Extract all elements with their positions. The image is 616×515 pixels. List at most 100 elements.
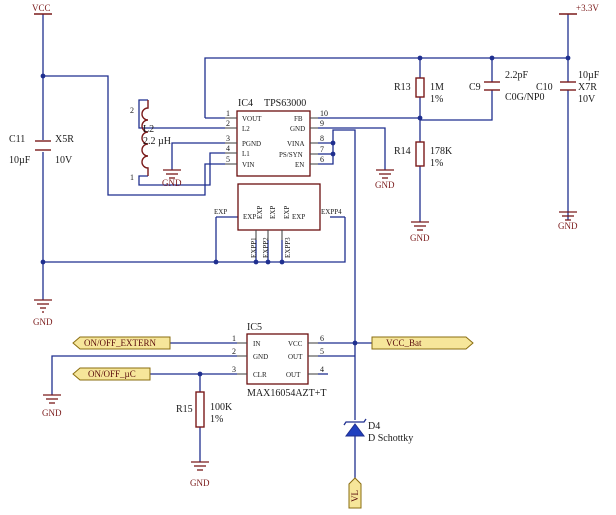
ic5-pin-name: IN (253, 340, 260, 348)
ic4-pin-number: 1 (226, 109, 230, 118)
diode-d4[interactable]: D4 D Schottky (343, 418, 413, 444)
r14-tolerance: 1% (430, 158, 443, 169)
ic4-pin-name: GND (290, 125, 305, 133)
r15-designator: R15 (176, 404, 193, 415)
c10-value: 10µF (578, 70, 600, 81)
ic5-pin-name: OUT (286, 371, 301, 379)
gnd-label: GND (162, 178, 182, 188)
c10-dielectric: X7R (578, 82, 597, 93)
capacitor-c9[interactable]: C9 2.2pF C0G/NP0 (469, 70, 544, 103)
ic4-pin-number: 6 (320, 155, 324, 164)
ic4-exp-pin: EXPP2 (262, 237, 270, 258)
ic4-pin-number: 8 (320, 134, 324, 143)
ic4-exp-label: EXP (292, 213, 305, 221)
ic4-pin-name: VIN (242, 161, 254, 169)
ic5-pin-number: 2 (232, 347, 236, 356)
port-vcc-bat-label: VCC_Bat (386, 338, 422, 348)
resistor-r15[interactable]: R15 100K 1% (176, 391, 233, 428)
ic4-pin-number: 9 (320, 119, 324, 128)
ic4-pin-name: L2 (242, 125, 250, 133)
resistor-r13[interactable]: R13 1M 1% (394, 77, 444, 105)
port-on-off-uc-label: ON/OFF_µC (88, 369, 136, 379)
c11-designator: C11 (9, 134, 25, 145)
l2-pin1: 1 (130, 173, 134, 182)
junction-dots (40, 55, 571, 377)
wires (42, 14, 569, 478)
r13-tolerance: 1% (430, 94, 443, 105)
c9-value: 2.2pF (505, 70, 529, 81)
vcc-label: VCC (32, 3, 51, 13)
ic4-pin-number: 3 (226, 134, 230, 143)
c10-voltage: 10V (578, 94, 596, 105)
r13-value: 1M (430, 82, 444, 93)
ic5-pin-name: GND (253, 353, 268, 361)
ic4-exp-pin: EXP (214, 208, 227, 216)
ground-symbol: GND (375, 169, 395, 190)
ic5-pin-number: 6 (320, 334, 324, 343)
r15-tolerance: 1% (210, 414, 223, 425)
ic4-pin-number: 7 (320, 145, 324, 154)
ground-symbol: GND (190, 461, 210, 488)
r14-designator: R14 (394, 146, 411, 157)
ic5-pin-number: 4 (320, 365, 324, 374)
gnd-label: GND (190, 478, 210, 488)
3v3-label: +3.3V (576, 3, 599, 13)
r15-value: 100K (210, 402, 233, 413)
ic4-part: TPS63000 (264, 98, 306, 109)
ic4-exp-pin: EXPP4 (321, 208, 342, 216)
d4-value: D Schottky (368, 433, 413, 444)
port-vcc-bat[interactable]: VCC_Bat (371, 336, 474, 350)
ic4-pin-name: FB (294, 115, 303, 123)
ic4-exposed-pad: EXP EXP EXP EXP EXP EXP EXPP1 EXPP2 EXPP… (214, 183, 342, 258)
c10-designator: C10 (536, 82, 553, 93)
ic5-pin-number: 3 (232, 365, 236, 374)
resistor-r14[interactable]: R14 178K 1% (394, 141, 453, 169)
ic4-exp-pin: EXPP3 (284, 237, 292, 258)
ic4-pin-name: VOUT (242, 115, 262, 123)
c11-value: 10µF (9, 155, 31, 166)
vcc-power-port: VCC (32, 3, 52, 15)
ic4-pin-number: 2 (226, 119, 230, 128)
ic4-pin-name: VINA (287, 140, 305, 148)
r14-value: 178K (430, 146, 453, 157)
r13-designator: R13 (394, 82, 411, 93)
capacitor-c10[interactable]: C10 10µF X7R 10V (536, 70, 600, 105)
c9-dielectric: C0G/NP0 (505, 92, 544, 103)
ic4-pin-number: 10 (320, 109, 328, 118)
ic5-designator: IC5 (247, 322, 262, 333)
ic5-pins: 1 2 3 6 5 4 IN GND CLR VCC OUT OUT (232, 334, 324, 379)
ic5-pin-name: VCC (288, 340, 303, 348)
capacitor-c11[interactable]: C11 X5R 10µF 10V (9, 134, 74, 166)
ic4-tps63000[interactable]: IC4 TPS63000 1 2 3 4 5 VOUT L2 PGND L1 V… (214, 98, 342, 258)
port-on-off-extern[interactable]: ON/OFF_EXTERN (72, 336, 171, 350)
gnd-label: GND (410, 233, 430, 243)
ic4-pin-number: 4 (226, 144, 230, 153)
port-vl-label: VL (350, 490, 360, 502)
ground-symbol: GND (162, 169, 182, 188)
port-on-off-extern-label: ON/OFF_EXTERN (84, 338, 157, 348)
gnd-label: GND (33, 317, 53, 327)
l2-designator: L2 (143, 124, 154, 135)
ic4-pin-name: PS/SYN (279, 151, 303, 159)
ic5-pin-number: 5 (320, 347, 324, 356)
ground-symbol: GND (33, 299, 53, 327)
gnd-label: GND (375, 180, 395, 190)
ic5-part: MAX16054AZT+T (247, 388, 327, 399)
3v3-power-port: +3.3V (559, 3, 599, 15)
ic4-pin-name: L1 (242, 150, 250, 158)
ic5-pin-number: 1 (232, 334, 236, 343)
port-vl[interactable]: VL (348, 477, 362, 509)
ic4-exp-pin: EXPP1 (250, 237, 258, 258)
c11-voltage: 10V (55, 155, 73, 166)
ground-symbol: GND (558, 211, 578, 231)
ic4-right-pins: 10 9 8 7 6 FB GND VINA PS/SYN EN (279, 109, 328, 169)
ic4-left-pins: 1 2 3 4 5 VOUT L2 PGND L1 VIN (225, 109, 262, 169)
ic4-exp-label: EXP (256, 206, 264, 219)
inductor-l2[interactable]: 2 1 L2 2.2 µH (130, 100, 171, 182)
port-on-off-uc[interactable]: ON/OFF_µC (72, 367, 151, 381)
ic5-pin-name: CLR (253, 371, 267, 379)
d4-designator: D4 (368, 421, 380, 432)
ic4-pin-number: 5 (226, 155, 230, 164)
ic5-max16054[interactable]: IC5 MAX16054AZT+T 1 2 3 6 5 4 IN GND CLR… (232, 322, 327, 399)
